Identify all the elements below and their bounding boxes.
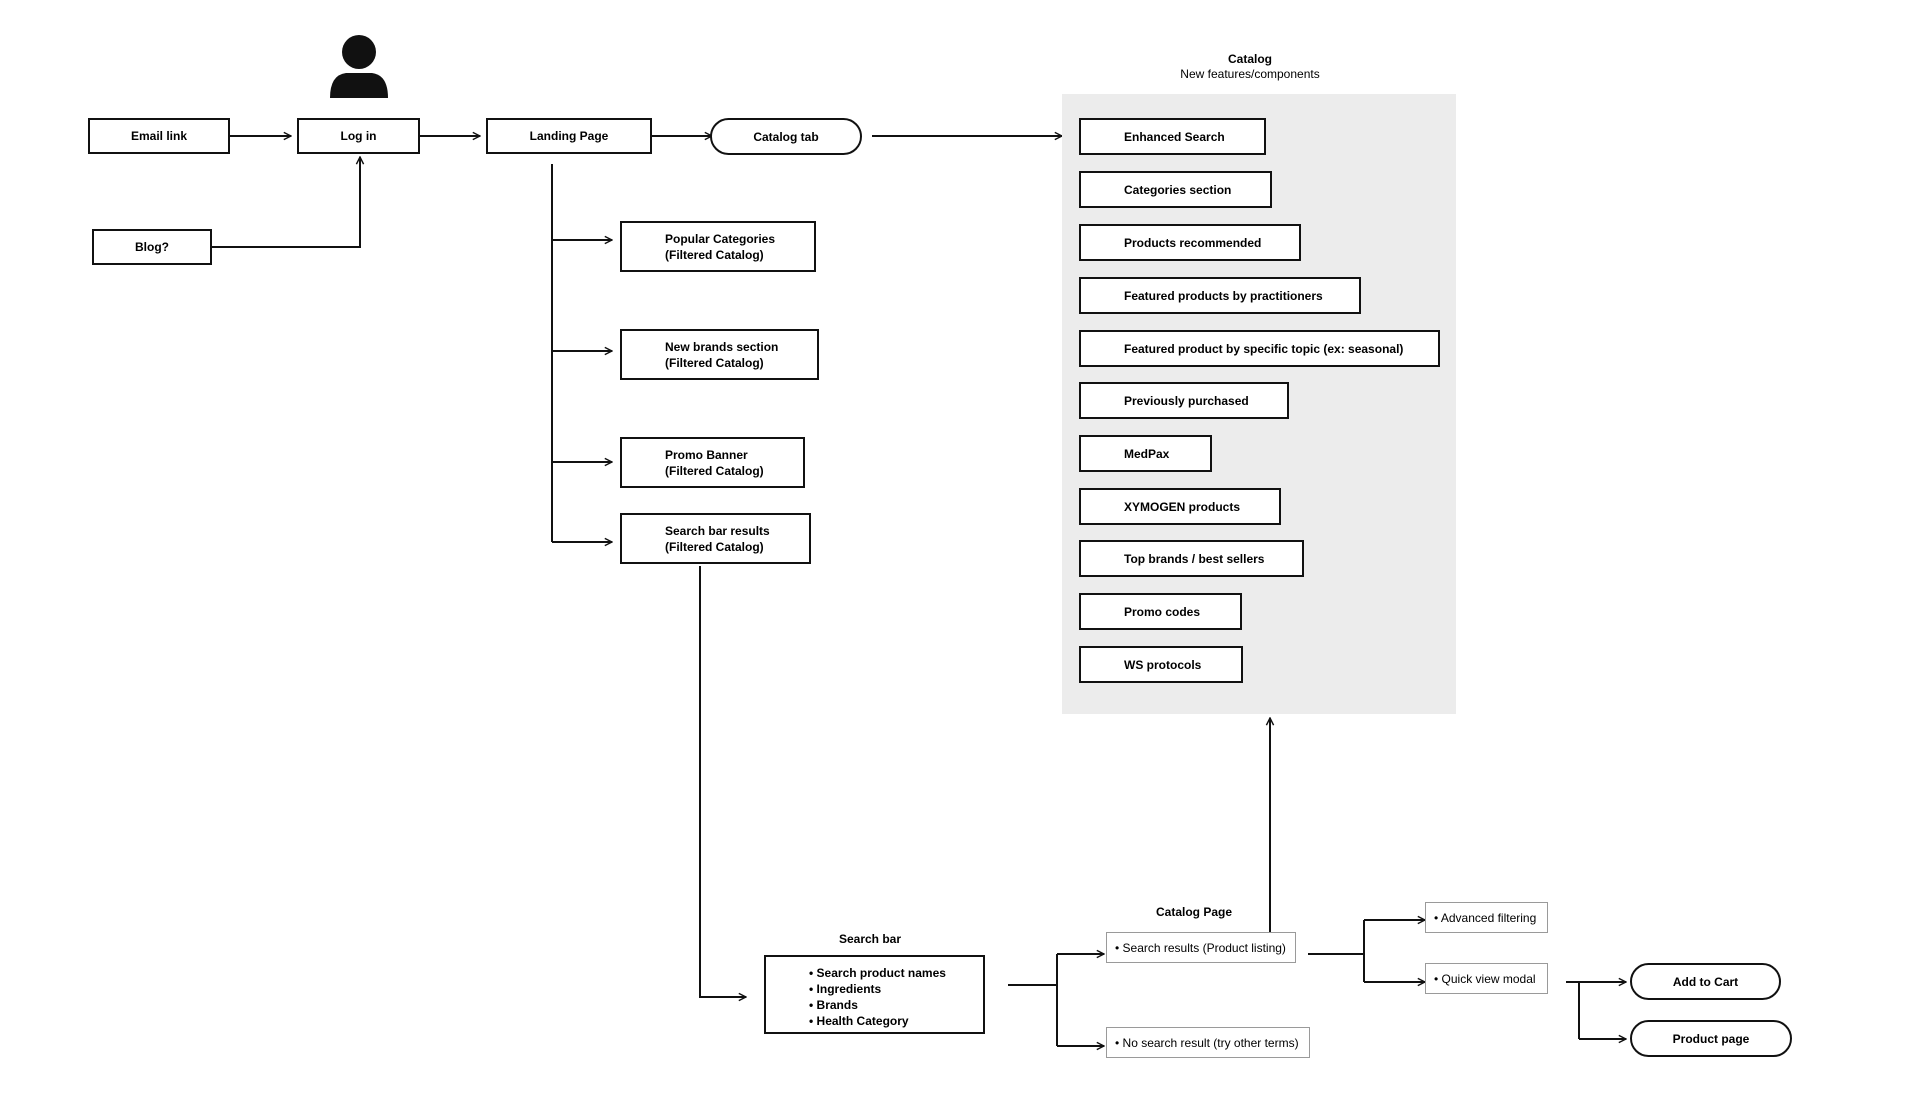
- new-brands-box: New brands section (Filtered Catalog): [620, 329, 819, 380]
- catalog-item-label: WS protocols: [1124, 657, 1202, 672]
- catalog-item-label: Top brands / best sellers: [1124, 551, 1265, 566]
- popular-categories-line2: (Filtered Catalog): [665, 247, 764, 262]
- arrow-searchresults-to-searchbar: [699, 566, 746, 997]
- quick-view-modal-box: • Quick view modal: [1425, 963, 1548, 994]
- product-page-pill: Product page: [1630, 1020, 1792, 1057]
- catalog-page-title: Catalog Page: [1155, 905, 1233, 919]
- catalog-item-label: Products recommended: [1124, 235, 1262, 250]
- catalog-item-label: Previously purchased: [1124, 393, 1249, 408]
- no-results-box: • No search result (try other terms): [1106, 1027, 1310, 1058]
- catalog-item: XYMOGEN products: [1079, 488, 1281, 525]
- search-bar-list: Search product names Ingredients Brands …: [809, 965, 946, 1029]
- catalog-item-label: Promo codes: [1124, 604, 1201, 619]
- catalog-item-label: MedPax: [1124, 446, 1170, 461]
- no-results-label: • No search result (try other terms): [1115, 1035, 1299, 1050]
- add-to-cart-pill: Add to Cart: [1630, 963, 1781, 1000]
- email-link-label: Email link: [130, 129, 188, 143]
- search-bar-title: Search bar: [838, 932, 902, 946]
- catalog-item-label: Featured products by practitioners: [1124, 288, 1323, 303]
- promo-banner-box: Promo Banner (Filtered Catalog): [620, 437, 805, 488]
- catalog-item: Promo codes: [1079, 593, 1242, 630]
- catalog-item: Products recommended: [1079, 224, 1301, 261]
- search-bar-item: Ingredients: [809, 981, 946, 997]
- catalog-item-label: XYMOGEN products: [1124, 499, 1241, 514]
- new-brands-line1: New brands section: [665, 339, 779, 354]
- log-in-label: Log in: [340, 129, 377, 143]
- catalog-item-label: Enhanced Search: [1124, 129, 1225, 144]
- catalog-item: Featured product by specific topic (ex: …: [1079, 330, 1440, 367]
- catalog-item: Top brands / best sellers: [1079, 540, 1304, 577]
- catalog-item-label: Featured product by specific topic (ex: …: [1124, 341, 1404, 356]
- search-bar-item: Brands: [809, 997, 946, 1013]
- search-bar-results-line1: Search bar results: [665, 523, 770, 538]
- catalog-title: Catalog: [1227, 52, 1272, 66]
- arrow-blog-to-login: [212, 157, 360, 248]
- user-icon: [330, 35, 388, 98]
- popular-categories-line1: Popular Categories: [665, 231, 776, 246]
- catalog-item-label: Categories section: [1124, 182, 1232, 197]
- promo-banner-line2: (Filtered Catalog): [665, 463, 764, 478]
- catalog-item: Categories section: [1079, 171, 1272, 208]
- blog-label: Blog?: [135, 240, 169, 254]
- search-bar-results-line2: (Filtered Catalog): [665, 539, 764, 554]
- add-to-cart-label: Add to Cart: [1672, 974, 1739, 989]
- catalog-item: Featured products by practitioners: [1079, 277, 1361, 314]
- advanced-filtering-box: • Advanced filtering: [1425, 902, 1548, 933]
- catalog-item: Enhanced Search: [1079, 118, 1266, 155]
- landing-page-box: Landing Page: [486, 118, 652, 154]
- search-results-label: • Search results (Product listing): [1115, 940, 1286, 955]
- log-in-box: Log in: [297, 118, 420, 154]
- promo-banner-line1: Promo Banner: [665, 447, 748, 462]
- product-page-label: Product page: [1672, 1031, 1750, 1046]
- search-bar-item: Health Category: [809, 1013, 946, 1029]
- search-results-box: • Search results (Product listing): [1106, 932, 1296, 963]
- email-link-box: Email link: [88, 118, 230, 154]
- catalog-tab-label: Catalog tab: [753, 129, 819, 144]
- search-bar-item: Search product names: [809, 965, 946, 981]
- landing-page-label: Landing Page: [529, 129, 609, 143]
- popular-categories-box: Popular Categories (Filtered Catalog): [620, 221, 816, 272]
- search-bar-box: Search product names Ingredients Brands …: [764, 955, 985, 1034]
- catalog-item: Previously purchased: [1079, 382, 1289, 419]
- catalog-subtitle: New features/components: [1180, 67, 1320, 81]
- catalog-tab-pill: Catalog tab: [710, 118, 862, 155]
- advanced-filtering-label: • Advanced filtering: [1434, 910, 1537, 925]
- quick-view-modal-label: • Quick view modal: [1434, 971, 1536, 986]
- search-bar-results-box: Search bar results (Filtered Catalog): [620, 513, 811, 564]
- catalog-item: MedPax: [1079, 435, 1212, 472]
- new-brands-line2: (Filtered Catalog): [665, 355, 764, 370]
- blog-box: Blog?: [92, 229, 212, 265]
- catalog-item: WS protocols: [1079, 646, 1243, 683]
